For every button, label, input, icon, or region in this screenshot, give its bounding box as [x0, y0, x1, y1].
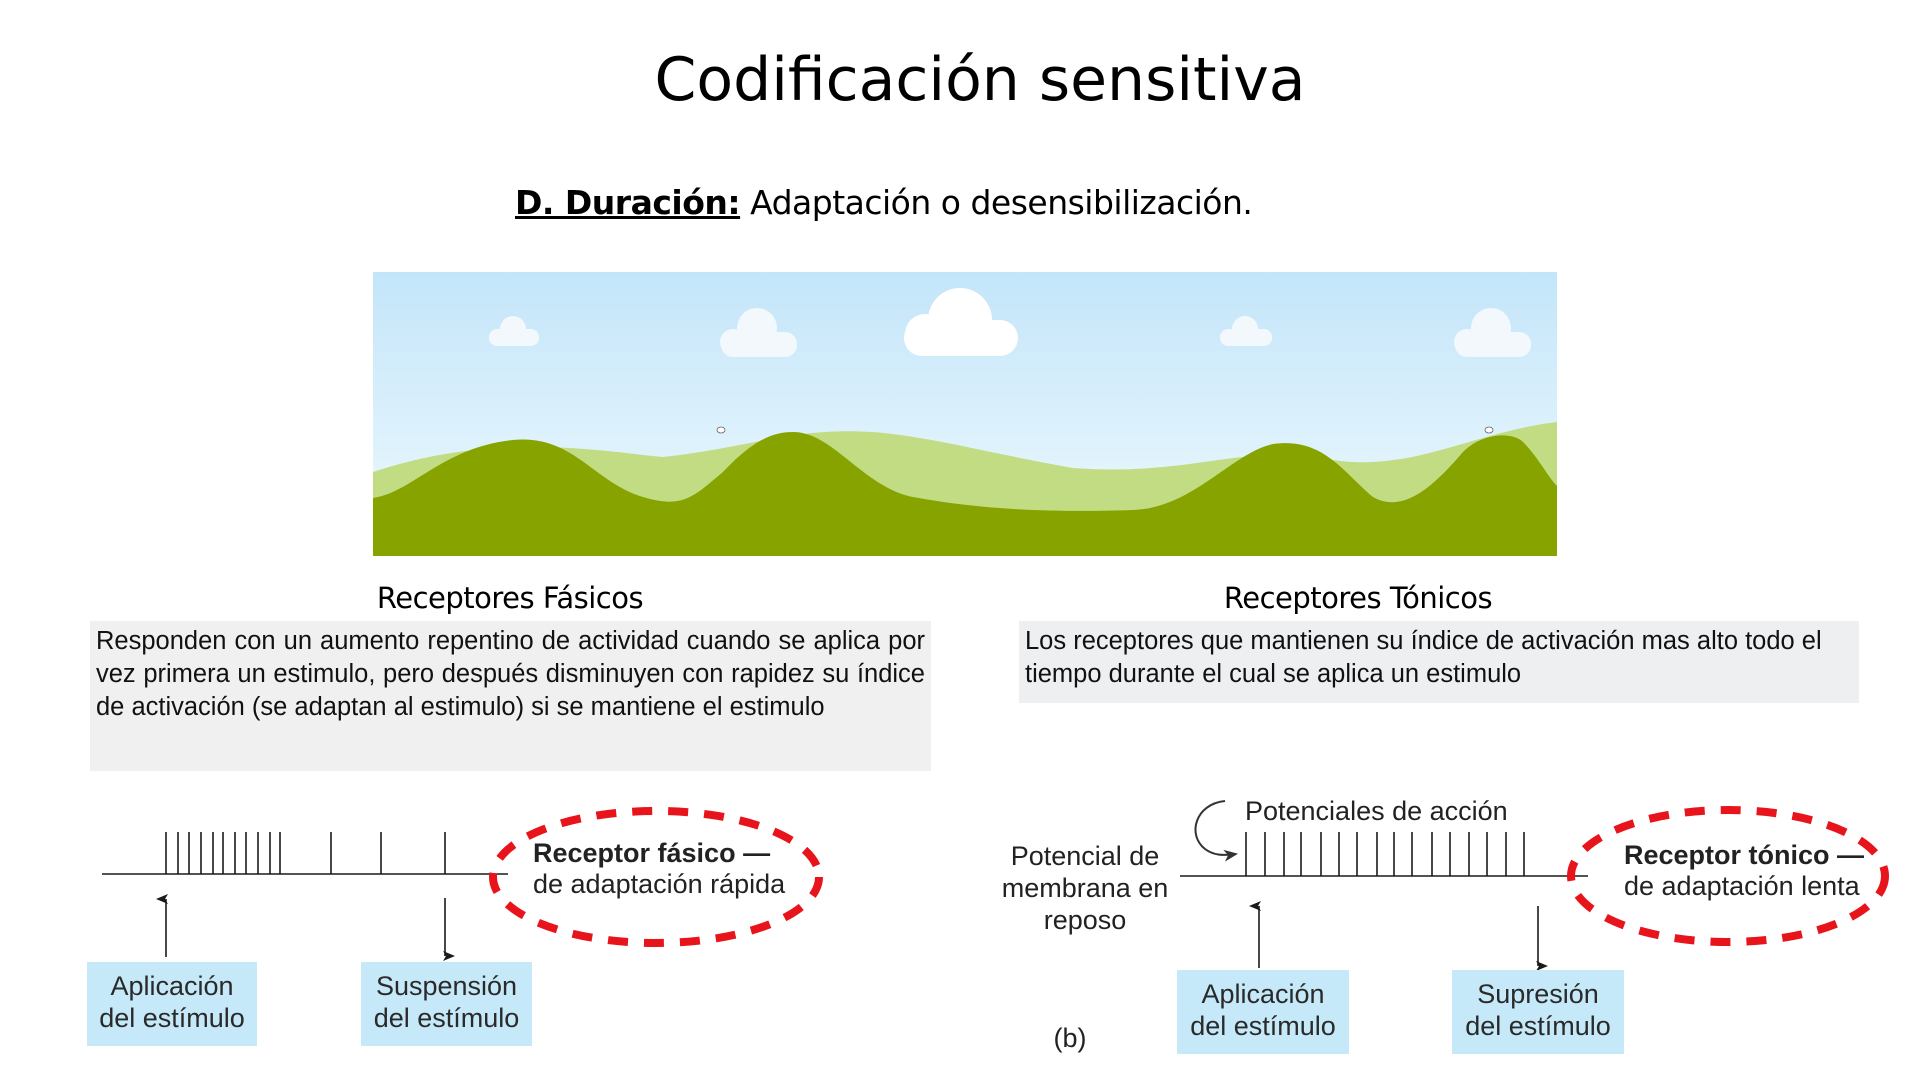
tonic-stimulus-applied-box: Aplicación del estímulo	[1177, 970, 1349, 1054]
cloud-icon	[904, 288, 1018, 356]
landscape-illustration	[373, 272, 1557, 556]
phasic-description-box: Responden con un aumento repentino de ac…	[90, 621, 931, 771]
action-potentials-label: Potenciales de acción	[1245, 796, 1508, 826]
tonic-dashed-ellipse	[1567, 806, 1889, 946]
tonic-stimulus-removed-box: Supresión del estímulo	[1452, 970, 1624, 1054]
box-line: del estímulo	[1190, 1011, 1336, 1041]
sheep-icon	[716, 426, 726, 434]
box-line: Supresión	[1477, 979, 1599, 1009]
box-line: del estímulo	[373, 1003, 520, 1033]
tonic-receptor-subtitle: de adaptación lenta	[1624, 871, 1860, 901]
tonic-receptor-label: Receptor tónico — de adaptación lenta	[1624, 840, 1864, 902]
slide-subtitle: D. Duración: Adaptación o desensibilizac…	[515, 178, 1253, 228]
resting-membrane-potential-label: Potencial de membrana en reposo	[985, 840, 1185, 936]
box-line: Aplicación	[110, 971, 234, 1001]
phasic-description-text: Responden con un aumento repentino de ac…	[96, 627, 925, 721]
subtitle-lead: D. Duración:	[515, 183, 741, 222]
phasic-receptor-title: Receptor fásico —	[533, 838, 771, 868]
sheep-icon	[1484, 426, 1494, 434]
panel-label: (b)	[1053, 1023, 1087, 1053]
subtitle-text: Adaptación o desensibilización.	[740, 183, 1253, 222]
tonic-spike-train	[1180, 832, 1588, 877]
cloud-icon	[1454, 308, 1531, 357]
phasic-stimulus-removed-box: Suspensión del estímulo	[361, 962, 532, 1046]
label-line: membrana en	[1001, 873, 1169, 903]
tonic-description-text: Los receptores que mantienen su índice d…	[1025, 627, 1822, 688]
tonic-description-box: Los receptores que mantienen su índice d…	[1019, 621, 1859, 703]
heading-tonic-receptors: Receptores Tónicos	[1223, 581, 1493, 615]
heading-phasic-receptors: Receptores Fásicos	[376, 581, 644, 615]
tonic-receptor-title: Receptor tónico —	[1624, 840, 1865, 870]
cloud-icon	[720, 308, 797, 357]
label-line: reposo	[1043, 905, 1127, 935]
phasic-stimulus-applied-box: Aplicación del estímulo	[87, 962, 257, 1046]
box-line: Suspensión	[375, 971, 518, 1001]
phasic-receptor-label: Receptor fásico — de adaptación rápida	[533, 838, 785, 900]
cloud-icon	[489, 316, 539, 346]
slide-title: Codificación sensitiva	[654, 45, 1306, 115]
phasic-dashed-ellipse	[489, 807, 823, 947]
box-line: Aplicación	[1201, 979, 1325, 1009]
label-line: Potencial de	[1010, 841, 1160, 871]
action-potential-curved-arrow	[1194, 800, 1238, 862]
box-line: del estímulo	[1465, 1011, 1611, 1041]
front-hills	[373, 432, 1557, 556]
cloud-icon	[1220, 316, 1272, 346]
phasic-spike-train	[102, 832, 508, 875]
box-line: del estímulo	[99, 1003, 245, 1033]
phasic-receptor-subtitle: de adaptación rápida	[533, 869, 786, 899]
